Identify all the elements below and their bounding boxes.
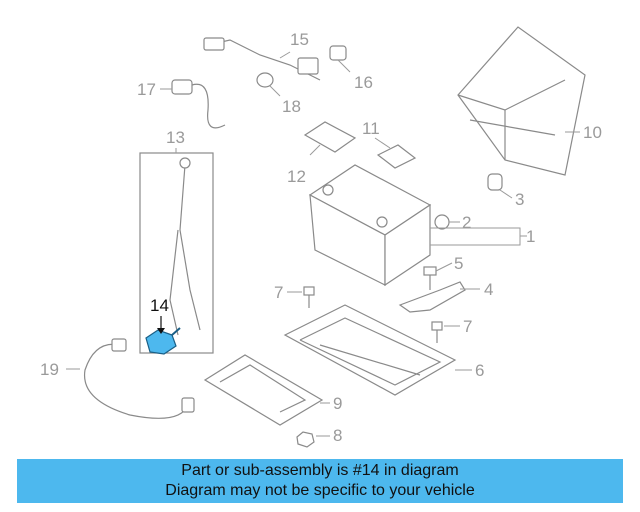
parts-diagram (66, 26, 586, 448)
callout-1: 1 (526, 227, 536, 246)
part-16-clip[interactable] (329, 45, 347, 61)
callout-13: 13 (166, 128, 185, 147)
part-13-hold-down-rod[interactable] (169, 157, 201, 336)
callout-4: 4 (484, 280, 494, 299)
part-14-clip[interactable] (145, 327, 181, 355)
callout-16: 16 (354, 73, 373, 92)
callout-17: 17 (137, 80, 156, 99)
callout-7-upper: 7 (274, 283, 284, 302)
callout-19: 19 (40, 360, 59, 379)
part-3-cap[interactable] (487, 173, 503, 191)
part-11-pad[interactable] (376, 144, 417, 169)
part-13-box (139, 152, 214, 354)
callout-18: 18 (282, 97, 301, 116)
part-12-terminal-cover[interactable] (303, 121, 357, 153)
callout-15: 15 (290, 30, 309, 49)
callout-5: 5 (454, 254, 464, 273)
callout-8: 8 (333, 426, 343, 445)
callout-3: 3 (515, 190, 525, 209)
info-banner: Part or sub-assembly is #14 in diagram D… (17, 459, 623, 503)
callout-14: 14 (150, 296, 169, 315)
part-7-bolt-upper[interactable] (303, 286, 315, 308)
callout-7-lower: 7 (463, 317, 473, 336)
part-1-battery[interactable] (308, 164, 432, 287)
callout-12: 12 (287, 167, 306, 186)
banner-line-1: Part or sub-assembly is #14 in diagram (181, 462, 459, 479)
callout-9: 9 (333, 394, 343, 413)
part-4-bracket[interactable] (398, 281, 466, 313)
part-9-plate[interactable] (203, 354, 324, 426)
part-8-nut[interactable] (296, 431, 315, 448)
part-19-cable[interactable] (83, 338, 195, 419)
part-5-bolt[interactable] (423, 266, 437, 290)
callout-10: 10 (583, 123, 602, 142)
callout-2: 2 (462, 213, 472, 232)
banner-line-2: Diagram may not be specific to your vehi… (165, 482, 475, 499)
part-17-terminal-cable[interactable] (171, 79, 226, 129)
part-2-terminal[interactable] (434, 214, 450, 230)
part-7-bolt-lower[interactable] (431, 321, 443, 343)
part-15-cable[interactable] (203, 37, 321, 81)
part-6-tray[interactable] (283, 304, 457, 396)
part-18-grommet[interactable] (256, 72, 274, 88)
callout-6: 6 (475, 361, 485, 380)
leader-lines (66, 51, 580, 437)
part-10-battery-cover[interactable] (457, 26, 586, 176)
callout-11: 11 (362, 119, 380, 138)
